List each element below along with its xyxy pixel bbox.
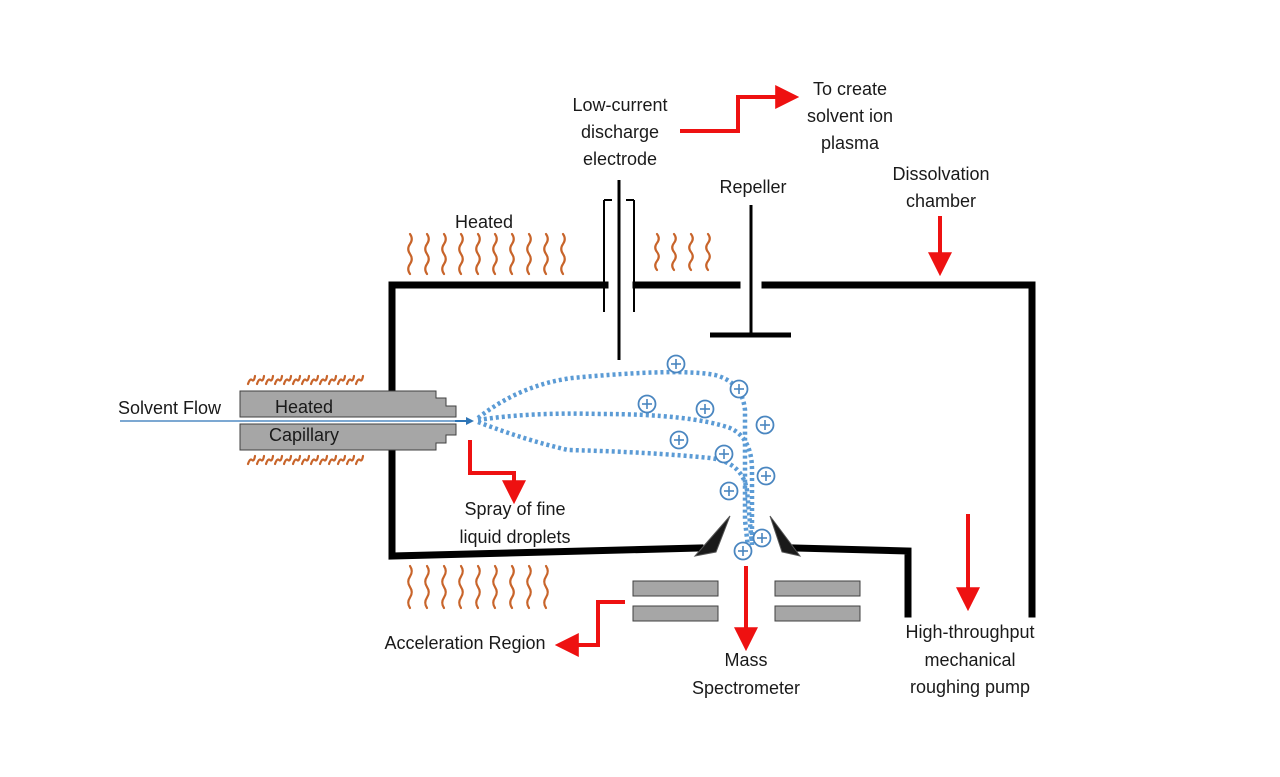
acceleration-label: Acceleration Region <box>384 633 545 653</box>
capillary-label-line1: Heated <box>275 397 333 417</box>
heat-wave-icon <box>327 374 338 386</box>
heat-wave-icon <box>543 564 549 610</box>
heat-wave-icon <box>492 564 498 610</box>
heat-wave-icon <box>509 564 515 610</box>
plus-ion-icon <box>752 528 772 548</box>
plus-ion-icon <box>755 415 775 435</box>
sampling-cone <box>693 515 802 557</box>
plasma-label-line2: solvent ion <box>807 106 893 126</box>
heat-wave-icon <box>407 564 413 610</box>
plus-ion-icon <box>756 466 776 486</box>
heat-wave-icon <box>671 232 677 272</box>
electrode-label-line1: Low-current <box>572 95 667 115</box>
heat-wave-icon <box>246 374 257 386</box>
electrode-label-line3: electrode <box>583 149 657 169</box>
heat-wave-icon <box>255 454 266 466</box>
heated-label: Heated <box>455 212 513 232</box>
arrow-electrode-to-plasma <box>680 85 800 133</box>
plus-ion-icon <box>695 399 715 419</box>
arrow-acceleration <box>554 600 625 657</box>
heat-wave-icon <box>246 232 711 610</box>
solvent-flow-label: Solvent Flow <box>118 398 222 418</box>
heat-wave-icon <box>354 454 365 466</box>
heat-wave-icon <box>282 454 293 466</box>
pump-label-line1: High-throughput <box>905 622 1034 642</box>
heat-wave-icon <box>336 374 347 386</box>
heat-wave-icon <box>318 454 329 466</box>
heat-wave-icon <box>327 454 338 466</box>
heat-wave-icon <box>458 232 464 276</box>
heat-wave-icon <box>345 454 356 466</box>
repeller <box>710 205 791 338</box>
plasma-label-line1: To create <box>813 79 887 99</box>
plus-ion-icon <box>729 379 749 399</box>
heat-wave-icon <box>318 374 329 386</box>
pump-label-line2: mechanical <box>924 650 1015 670</box>
spray-label-line1: Spray of fine <box>464 499 565 519</box>
heat-wave-icon <box>509 232 515 276</box>
heat-wave-icon <box>526 564 532 610</box>
ion-group <box>637 354 776 561</box>
heat-wave-icon <box>475 564 481 610</box>
repeller-label: Repeller <box>719 177 786 197</box>
pump-label-line3: roughing pump <box>910 677 1030 697</box>
heat-wave-icon <box>407 232 413 276</box>
electrode-label-line2: discharge <box>581 122 659 142</box>
plus-ion-icon <box>637 394 657 414</box>
heat-wave-icon <box>309 374 320 386</box>
heat-wave-icon <box>264 454 275 466</box>
heat-wave-icon <box>246 454 257 466</box>
heat-wave-icon <box>273 374 284 386</box>
heat-wave-icon <box>560 232 566 276</box>
heat-wave-icon <box>492 232 498 276</box>
heat-wave-icon <box>424 564 430 610</box>
heat-wave-icon <box>264 374 275 386</box>
ms-label-line2: Spectrometer <box>692 678 800 698</box>
acceleration-plates <box>632 580 861 622</box>
spray-label-line2: liquid droplets <box>459 527 570 547</box>
capillary-label-line2: Capillary <box>269 425 339 445</box>
chamber-label-line1: Dissolvation <box>892 164 989 184</box>
spray-plume <box>476 369 755 549</box>
heat-wave-icon <box>309 454 320 466</box>
heat-wave-icon <box>441 564 447 610</box>
plasma-label-line3: plasma <box>821 133 880 153</box>
heat-wave-icon <box>345 374 356 386</box>
heat-wave-icon <box>458 564 464 610</box>
ms-label-line1: Mass <box>724 650 767 670</box>
plus-ion-icon <box>666 354 686 374</box>
heat-wave-icon <box>273 454 284 466</box>
heated-capillary <box>120 390 474 451</box>
heat-wave-icon <box>300 454 311 466</box>
heat-wave-icon <box>300 374 311 386</box>
heat-wave-icon <box>424 232 430 276</box>
heat-wave-icon <box>543 232 549 276</box>
heat-wave-icon <box>336 454 347 466</box>
heat-wave-icon <box>354 374 365 386</box>
heat-wave-icon <box>688 232 694 272</box>
arrow-spray <box>468 440 526 505</box>
heat-wave-icon <box>705 232 711 272</box>
plus-ion-icon <box>719 481 739 501</box>
heat-wave-icon <box>282 374 293 386</box>
heat-wave-icon <box>526 232 532 276</box>
heat-wave-icon <box>291 454 302 466</box>
plus-ion-icon <box>714 444 734 464</box>
plus-ion-icon <box>669 430 689 450</box>
discharge-electrode <box>603 180 635 360</box>
heat-wave-icon <box>475 232 481 276</box>
heat-wave-icon <box>255 374 266 386</box>
plus-ion-icon <box>733 541 753 561</box>
heat-wave-icon <box>441 232 447 276</box>
chamber-label-line2: chamber <box>906 191 976 211</box>
heat-wave-icon <box>654 232 660 272</box>
heat-wave-icon <box>291 374 302 386</box>
dissolvation-chamber-walls <box>388 281 1036 618</box>
